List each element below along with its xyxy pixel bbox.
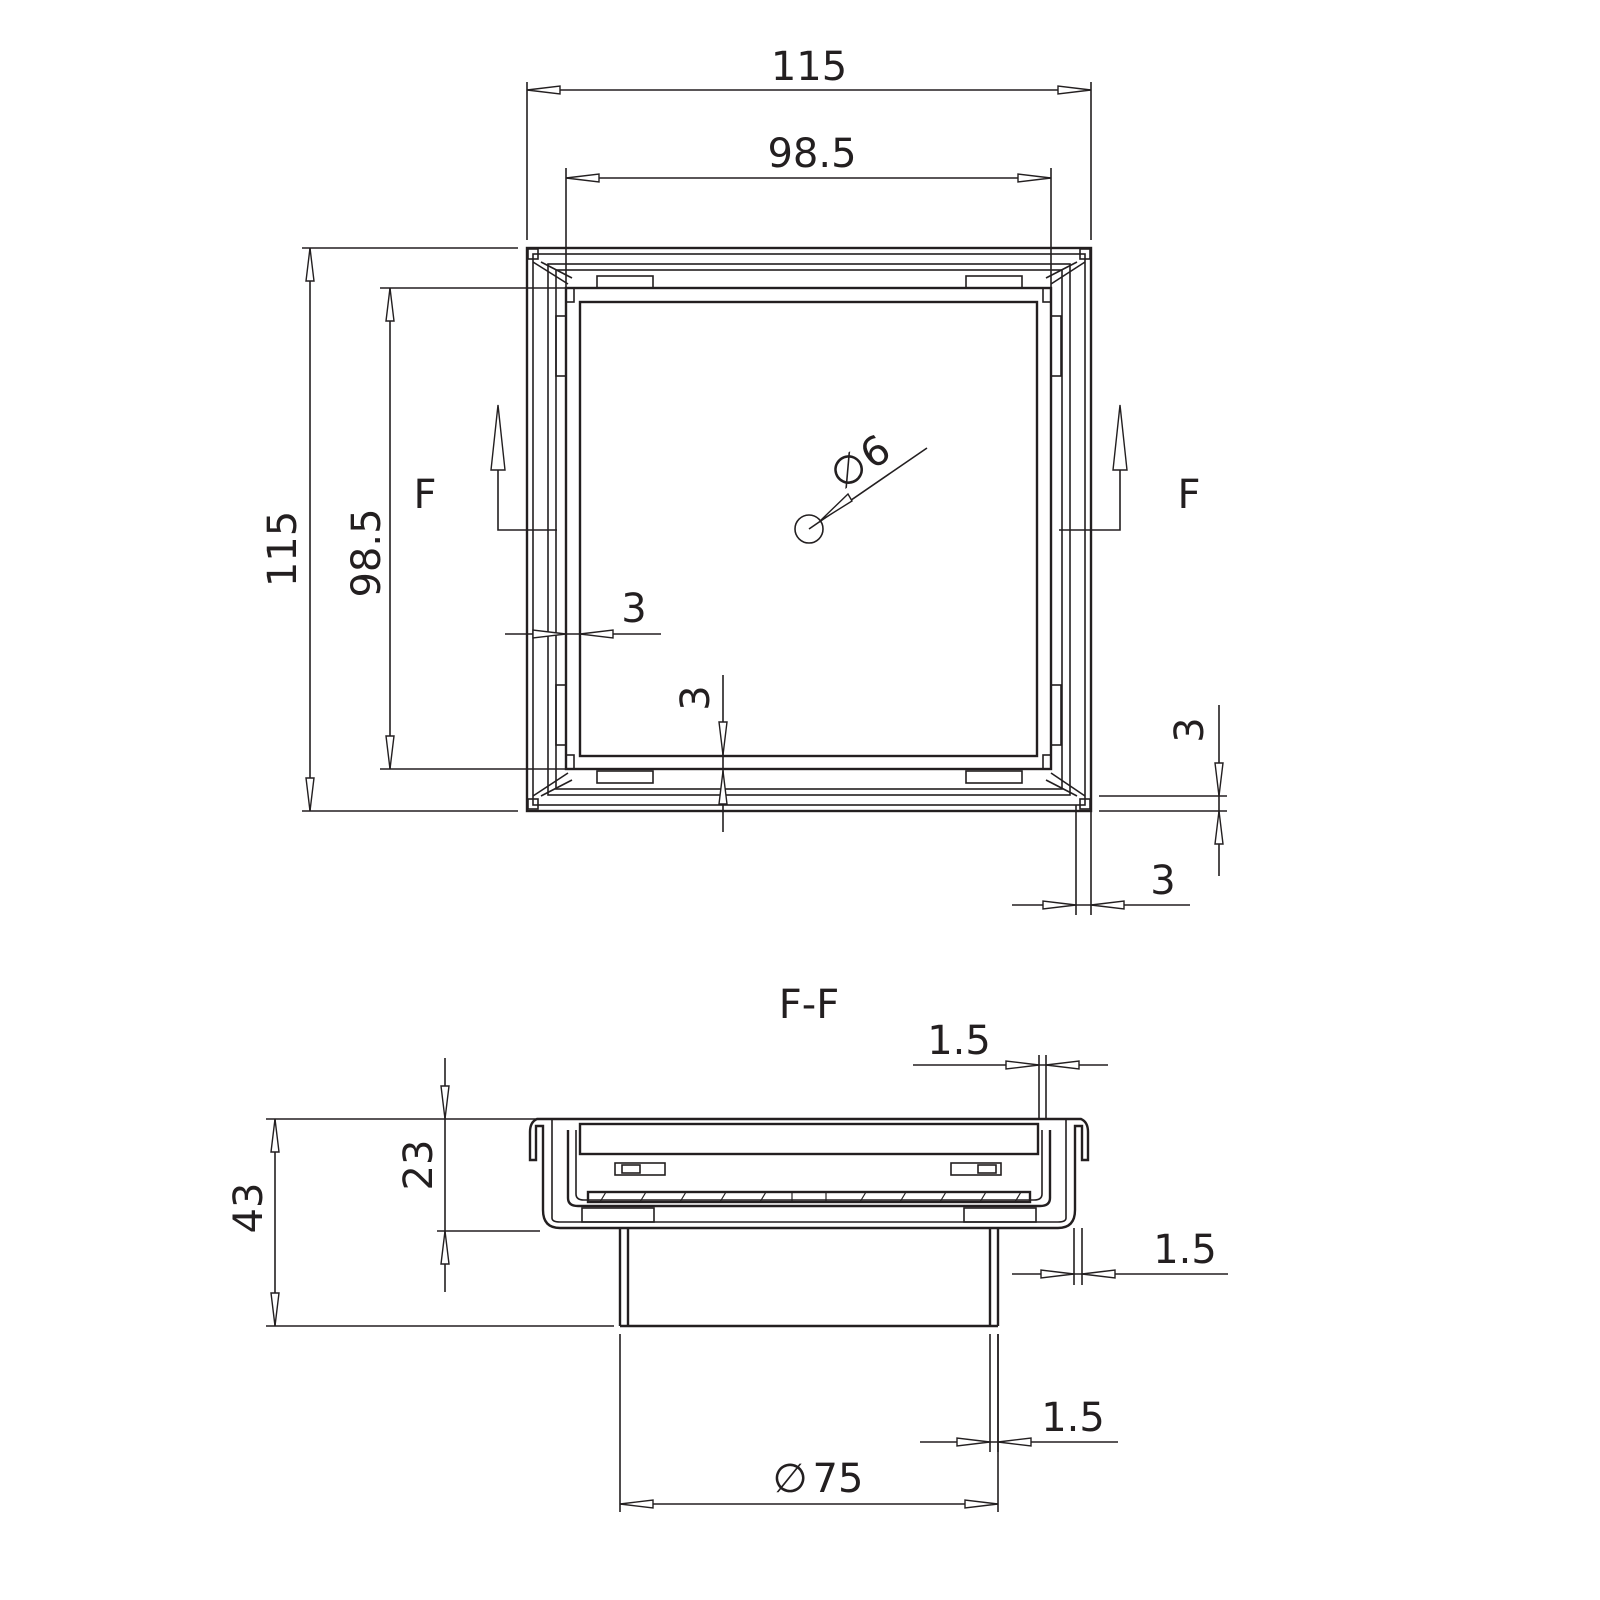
outlet-pipe (618, 1228, 1000, 1328)
drain-hole (794, 514, 824, 544)
section-marker-left (490, 404, 557, 531)
grate-hatched (586, 1190, 1032, 1204)
section-title: F-F (779, 982, 839, 1028)
dim-top-lip: 1.5 (927, 1018, 991, 1064)
grate-opening (578, 300, 1039, 758)
section-label-left: F (413, 472, 436, 518)
dim-wall-bottom: 3 (673, 685, 719, 710)
grate-hatching (599, 1191, 1022, 1203)
corner-bevels (532, 261, 1086, 797)
dim-inner-height: 98.5 (344, 508, 390, 597)
dim-wall-left: 3 (621, 586, 646, 632)
plan-dimensions (302, 82, 1227, 915)
dim-side-wall: 1.5 (1153, 1227, 1217, 1273)
diameter-symbol-outlet: ∅ (773, 1456, 808, 1502)
dim-outlet-diameter: 75 (813, 1456, 864, 1502)
dim-total-height: 43 (226, 1183, 272, 1234)
right-outer-wall (1036, 1117, 1090, 1230)
trim-frame-inner (555, 269, 1063, 790)
dim-body-height: 23 (396, 1140, 442, 1191)
corner-studs (527, 248, 1091, 810)
dim-outer-width: 115 (771, 44, 847, 90)
outer-frame (525, 246, 1093, 813)
dim-wall-right-vertical: 3 (1167, 717, 1213, 742)
dim-outer-height: 115 (260, 511, 306, 587)
section-clips (581, 1162, 1037, 1223)
left-outer-wall (528, 1117, 582, 1230)
dim-hole-diameter: ∅ 6 (822, 426, 899, 499)
grate-frame (564, 286, 1053, 771)
section-marker-right (1059, 404, 1128, 531)
section-label-right: F (1177, 472, 1200, 518)
inner-tray (566, 1130, 1052, 1208)
grate-top (578, 1122, 1040, 1156)
plan-view (490, 246, 1128, 813)
dim-wall-right-horizontal: 3 (1150, 858, 1175, 904)
grate-clips (555, 275, 1062, 784)
dim-outlet-wall: 1.5 (1041, 1395, 1105, 1441)
section-view (528, 1117, 1090, 1328)
outer-frame-inner-edge (532, 253, 1086, 806)
dim-inner-width: 98.5 (767, 131, 856, 177)
trim-frame (547, 263, 1071, 796)
section-dimensions (266, 1055, 1228, 1512)
